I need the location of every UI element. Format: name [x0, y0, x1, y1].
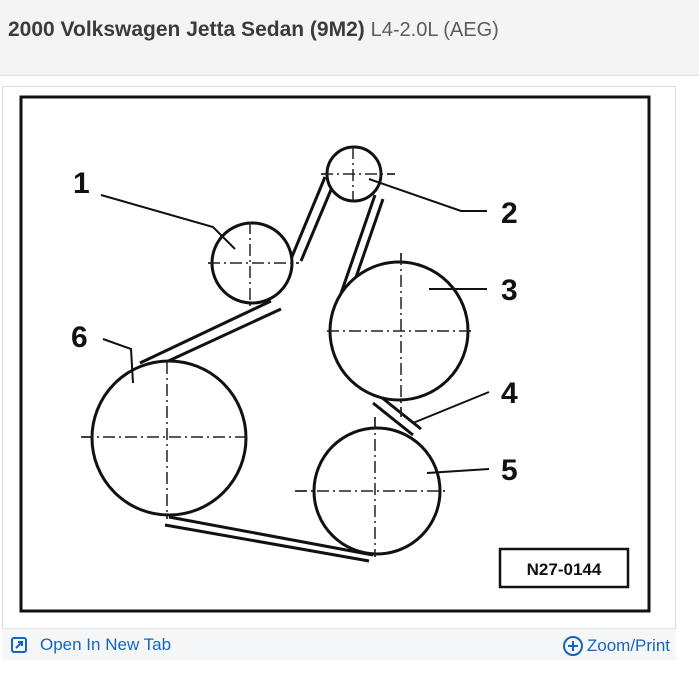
page-header: 2000 Volkswagen Jetta Sedan (9M2) L4-2.0…: [0, 0, 699, 76]
figure-code: N27-0144: [527, 560, 602, 579]
zoom-print-label: Zoom/Print: [586, 636, 670, 655]
callout-1: 1: [73, 167, 90, 200]
figure-code-box: [498, 547, 630, 589]
zoom-print-link[interactable]: Zoom/Print: [562, 635, 670, 657]
plus-circle-icon: [562, 635, 584, 657]
vehicle-title: 2000 Volkswagen Jetta Sedan (9M2): [8, 18, 365, 41]
engine-label: L4-2.0L (AEG): [370, 19, 499, 41]
page-title: 2000 Volkswagen Jetta Sedan (9M2) L4-2.0…: [8, 16, 499, 44]
belt-strands: [139, 176, 422, 563]
belt-routing-diagram: 1 2 3 4 5 6 N27-0144: [19, 95, 651, 613]
callout-2: 2: [501, 197, 518, 230]
leader-lines: [100, 178, 490, 474]
figure-footer: Open In New Tab Zoom/Print: [2, 628, 676, 660]
pulley-6: [90, 359, 248, 517]
callout-4: 4: [501, 377, 518, 410]
callout-3: 3: [501, 274, 518, 307]
diagram-frame: [19, 95, 651, 613]
diagram-card: 1 2 3 4 5 6 N27-0144: [2, 86, 676, 660]
open-in-new-tab-link[interactable]: Open In New Tab: [10, 635, 171, 655]
open-new-tab-icon: [10, 636, 28, 654]
callout-5: 5: [501, 454, 518, 487]
open-in-new-tab-label: Open In New Tab: [40, 635, 172, 654]
pulleys: [90, 145, 470, 556]
callout-6: 6: [71, 321, 88, 354]
